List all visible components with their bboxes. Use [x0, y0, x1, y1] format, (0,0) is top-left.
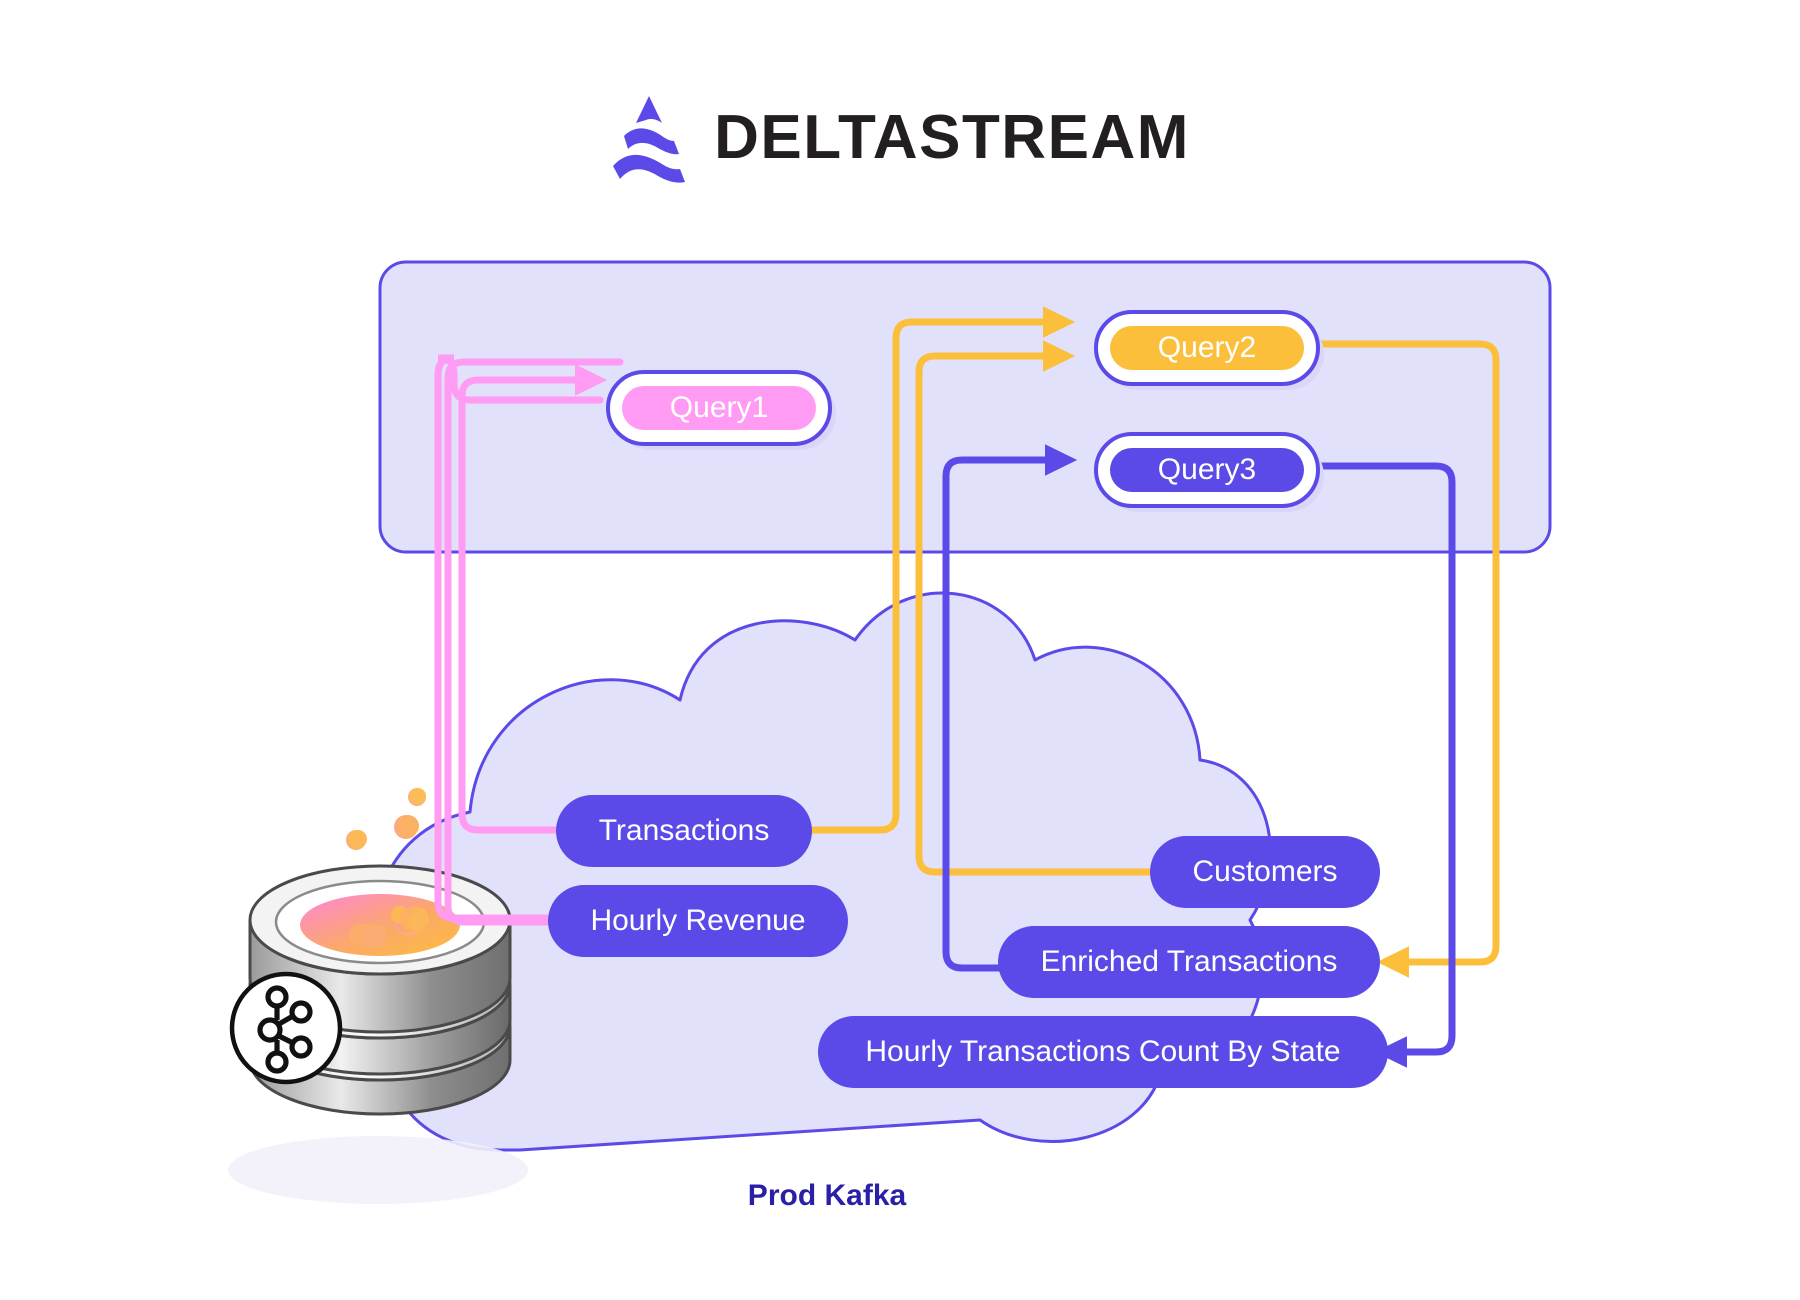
topic-node-customers[interactable] — [1150, 836, 1380, 908]
query-node-query2[interactable] — [1094, 310, 1324, 390]
edge-transactions-to-query1 — [458, 364, 608, 834]
brand-header: DELTASTREAM — [0, 92, 1800, 184]
kafka-store-illustration — [228, 788, 528, 1204]
kafka-cloud-caption: Prod Kafka — [747, 1179, 907, 1212]
brand-wordmark: DELTASTREAM — [714, 103, 1190, 172]
edge-customers-to-query2 — [915, 340, 1156, 876]
apache-kafka-logo — [257, 985, 313, 1074]
edge-query2-to-enriched-transactions — [1312, 340, 1500, 978]
query-node-query3[interactable] — [1094, 432, 1324, 512]
topic-node-enriched-transactions[interactable] — [998, 926, 1380, 998]
edge-query3-to-hourly-count — [1312, 462, 1456, 1068]
deltastream-delta-waves-logo — [613, 96, 686, 183]
topic-node-transactions[interactable] — [556, 795, 812, 867]
query-node-query1[interactable] — [606, 370, 836, 450]
topic-node-hourly-count-by-state[interactable] — [818, 1016, 1388, 1088]
topic-node-hourly-revenue[interactable] — [548, 885, 848, 957]
edge-transactions-to-query2 — [808, 306, 1076, 834]
edge-query1-to-hourly-revenue-main — [444, 358, 624, 926]
edge-query1-to-hourly-revenue — [434, 354, 604, 922]
edge-enriched-transactions-to-query3 — [942, 444, 1078, 972]
query-panel — [378, 260, 1552, 554]
